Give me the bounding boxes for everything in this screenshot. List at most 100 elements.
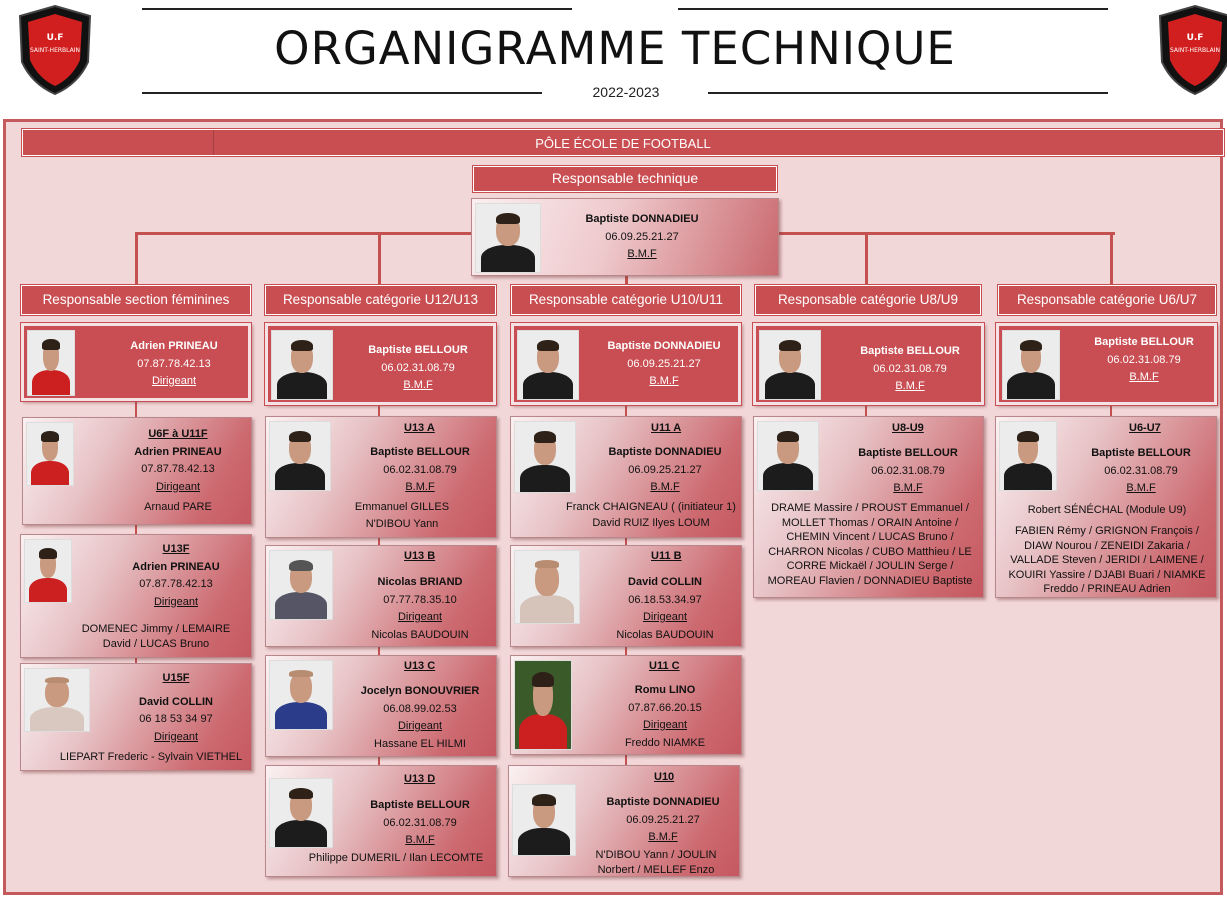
coach-photo (24, 539, 72, 603)
connector (865, 232, 868, 284)
coach-phone: 06.08.99.02.53 (383, 702, 457, 715)
head-role: B.M.F (895, 380, 925, 392)
team-card: U13 B Nicolas BRIAND 07.77.78.35.10 Diri… (265, 545, 497, 647)
page-title: ORGANIGRAMME TECHNIQUE (274, 22, 956, 75)
club-logo-left: U.F SAINT-HERBLAIN (18, 4, 92, 96)
coach-role: Dirigeant (397, 720, 443, 732)
team-members: DOMENEC Jimmy / LEMAIRE David / LUCAS Br… (81, 623, 231, 650)
coach-name: Baptiste DONNADIEU (608, 446, 722, 458)
team-members: N'DIBOU Yann / JOULIN Norbert / MELLEF E… (595, 849, 717, 876)
coach-name: Adrien PRINEAU (134, 445, 222, 458)
team-label: U6-U7 (1129, 422, 1161, 434)
season-label: 2022-2023 (592, 84, 660, 100)
svg-text:SAINT-HERBLAIN: SAINT-HERBLAIN (1170, 47, 1220, 54)
coach-role: B.M.F (405, 834, 435, 846)
coach-phone: 06 18 53 34 97 (139, 713, 213, 725)
coach-name: Baptiste BELLOUR (370, 799, 470, 811)
team-members: Freddo NIAMKE (624, 736, 706, 749)
coach-name: Adrien PRINEAU (132, 560, 220, 573)
team-members: FABIEN Rémy / GRIGNON François / DIAW No… (1008, 525, 1206, 595)
technical-lead-photo (475, 203, 541, 273)
technical-lead-name: Baptiste DONNADIEU (585, 213, 699, 225)
team-members: DRAME Massire / PROUST Emmanuel / MOLLET… (767, 502, 973, 587)
coach-role: Dirigeant (155, 480, 201, 493)
category-head-card: Baptiste BELLOUR 06.02.31.08.79 B.M.F (752, 322, 985, 406)
coach-name: Nicolas BRIAND (377, 576, 463, 588)
coach-phone: 06.02.31.08.79 (383, 463, 457, 476)
head-photo (517, 330, 579, 400)
team-card: U13 A Baptiste BELLOUR 06.02.31.08.79 B.… (265, 416, 497, 538)
coach-photo (514, 660, 572, 750)
category-label-u8-u9: Responsable catégorie U8/U9 (754, 284, 982, 316)
coach-photo (514, 421, 576, 493)
team-label: U10 (654, 771, 675, 783)
head-photo (759, 330, 821, 400)
coach-phone: 06.09.25.21.27 (628, 463, 702, 476)
head-name: Baptiste BELLOUR (368, 344, 468, 356)
connector (1110, 232, 1113, 284)
coach-role: Dirigeant (153, 595, 199, 608)
coach-name: Romu LINO (634, 684, 696, 696)
coach-phone: 07.87.78.42.13 (141, 463, 215, 475)
team-card: U10 Baptiste DONNADIEU 06.09.25.21.27 B.… (508, 765, 740, 877)
pole-title: PÔLE ÉCOLE DE FOOTBALL (21, 128, 1225, 157)
team-card: U8-U9 Baptiste BELLOUR 06.02.31.08.79 B.… (753, 416, 984, 598)
technical-lead-phone: 06.09.25.21.27 (605, 230, 679, 243)
coach-role: Dirigeant (642, 611, 688, 623)
coach-name: Jocelyn BONOUVRIER (360, 685, 480, 697)
team-label: U15F (162, 672, 190, 684)
category-head-card: Baptiste BELLOUR 06.02.31.08.79 B.M.F (264, 322, 497, 406)
coach-name: Baptiste BELLOUR (370, 446, 470, 458)
coach-phone: 07.77.78.35.10 (383, 593, 457, 606)
coach-role: B.M.F (1126, 482, 1156, 494)
connector (625, 276, 628, 284)
team-members: Franck CHAIGNEAU ( (initiateur 1) David … (566, 501, 736, 529)
team-card: U13 D Baptiste BELLOUR 06.02.31.08.79 B.… (265, 765, 497, 877)
head-name: Adrien PRINEAU (130, 340, 218, 352)
coach-phone: 06.09.25.21.27 (626, 813, 700, 826)
team-label: U11 B (651, 550, 682, 562)
head-photo (1002, 330, 1060, 400)
head-phone: 06.02.31.08.79 (873, 362, 947, 375)
team-label: U13 B (404, 550, 436, 562)
coach-photo (512, 784, 576, 856)
coach-photo (999, 421, 1057, 491)
coach-photo (26, 422, 74, 486)
head-phone: 06.02.31.08.79 (1107, 353, 1181, 366)
head-name: Baptiste BELLOUR (1094, 336, 1194, 348)
coach-role: B.M.F (893, 482, 923, 494)
coach-name: Baptiste DONNADIEU (606, 796, 720, 808)
head-photo (27, 330, 75, 396)
coach-role: B.M.F (650, 481, 680, 493)
team-label: U6F à U11F (148, 428, 208, 440)
head-photo (271, 330, 333, 400)
team-label: U11 C (649, 660, 680, 672)
team-card: U11 C Romu LINO 07.87.66.20.15 Dirigeant… (510, 655, 742, 755)
coach-photo (269, 550, 333, 620)
club-logo-right: U.F SAINT-HERBLAIN (1158, 4, 1227, 96)
team-label: U11 A (651, 422, 682, 434)
coach-name: Baptiste BELLOUR (858, 447, 958, 459)
coach-photo (757, 421, 819, 491)
coach-role: Dirigeant (642, 719, 688, 731)
team-members: Emmanuel GILLES N'DIBOU Yann (354, 501, 450, 530)
team-label: U13 D (404, 773, 436, 785)
technical-lead-role: B.M.F (627, 248, 657, 260)
coach-photo (269, 778, 333, 848)
coach-name: Baptiste BELLOUR (1091, 447, 1191, 459)
connector (865, 400, 867, 420)
team-members: Arnaud PARE (144, 501, 212, 513)
head-role: B.M.F (1129, 371, 1159, 383)
team-members: Nicolas BAUDOUIN (371, 628, 469, 641)
coach-name: David COLLIN (139, 695, 213, 708)
technical-lead-label: Responsable technique (472, 165, 778, 193)
connector (135, 232, 138, 284)
category-label-u6-u7: Responsable catégorie U6/U7 (997, 284, 1217, 316)
coach-role: Dirigeant (153, 730, 199, 743)
head-phone: 06.02.31.08.79 (381, 361, 455, 374)
svg-text:SAINT-HERBLAIN: SAINT-HERBLAIN (30, 47, 80, 54)
coach-phone: 07.87.78.42.13 (139, 578, 213, 590)
team-label: U13 C (404, 660, 436, 672)
head-phone: 07.87.78.42.13 (137, 357, 211, 370)
team-members-lead: Robert SÉNÉCHAL (Module U9) (1027, 504, 1187, 516)
